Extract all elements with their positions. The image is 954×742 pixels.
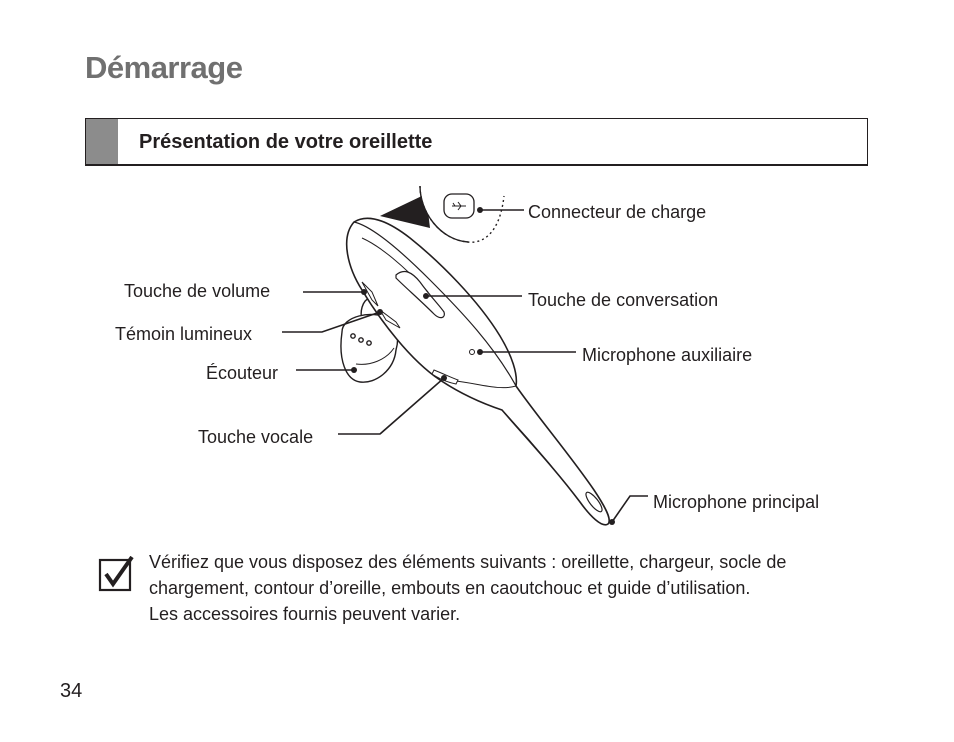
- checkbox-check-icon: [98, 556, 134, 592]
- note-line: Les accessoires fournis peuvent varier.: [149, 604, 461, 624]
- page-number: 34: [60, 680, 83, 702]
- label-talk-key: Touche de conversation: [528, 290, 719, 310]
- section-header: Présentation de votre oreillette: [85, 118, 868, 166]
- section-title: Présentation de votre oreillette: [139, 131, 433, 153]
- leader-dots: [351, 207, 615, 525]
- label-main-microphone: Microphone principal: [653, 492, 820, 512]
- note-line: chargement, contour d’oreille, embouts e…: [149, 578, 751, 598]
- leader-lines: [282, 209, 648, 523]
- label-voice-key: Touche vocale: [198, 427, 314, 447]
- label-volume-key: Touche de volume: [124, 281, 271, 301]
- charging-connector-inset: [380, 185, 505, 243]
- label-earpiece: Écouteur: [206, 363, 279, 383]
- page-title: Démarrage: [85, 50, 243, 85]
- note-line: Vérifiez que vous disposez des éléments …: [149, 552, 787, 572]
- label-charging-connector: Connecteur de charge: [528, 202, 707, 222]
- section-header-tab: [86, 119, 118, 164]
- label-auxiliary-microphone: Microphone auxiliaire: [582, 345, 753, 365]
- label-indicator-light: Témoin lumineux: [115, 324, 253, 344]
- note-text: Vérifiez que vous disposez des éléments …: [149, 549, 869, 627]
- earset-body: [345, 217, 610, 526]
